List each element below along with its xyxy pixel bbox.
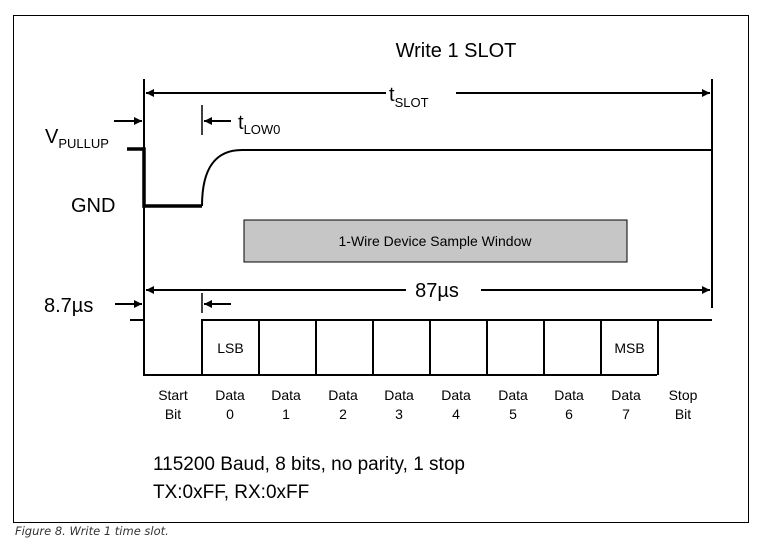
diagram-frame: Write 1 SLOT tSLOT tLOW0 VPULLUP GND 1-W…: [13, 15, 749, 523]
bit-label: Stop: [669, 387, 698, 403]
bit-label: Start: [158, 387, 188, 403]
sample-window-label: 1-Wire Device Sample Window: [339, 233, 533, 249]
bit-label: 1: [282, 406, 290, 422]
bus-recovery-curve: [201, 149, 712, 207]
bit-label: Bit: [165, 406, 181, 422]
bit-label: 5: [509, 406, 517, 422]
bit-label: Data: [498, 387, 528, 403]
bit-label: Data: [611, 387, 641, 403]
bit-label: Data: [384, 387, 414, 403]
bit-label: 0: [226, 406, 234, 422]
gnd-label: GND: [71, 195, 115, 217]
bit-label: Data: [328, 387, 358, 403]
bit-label: Data: [215, 387, 245, 403]
uart-frame-outline: [130, 319, 712, 376]
sample-window: [243, 219, 628, 263]
tslot-label: tSLOT: [389, 84, 429, 110]
frame-dividers: [201, 320, 659, 375]
bit-label: 7: [622, 406, 630, 422]
bit-label: Data: [441, 387, 471, 403]
frame-time-label: 87µs: [415, 280, 459, 302]
timing-diagram: Write 1 SLOT tSLOT tLOW0 VPULLUP GND 1-W…: [44, 40, 713, 503]
bit-label: 2: [339, 406, 347, 422]
frame-cell-label: MSB: [614, 340, 644, 356]
bit-label: 6: [565, 406, 573, 422]
frame-cells: LSB MSB: [217, 340, 644, 356]
frame-cell-label: LSB: [217, 340, 243, 356]
bit-label: 4: [452, 406, 460, 422]
vpullup-label: VPULLUP: [45, 126, 109, 151]
bit-label: 3: [395, 406, 403, 422]
diagram-title: Write 1 SLOT: [396, 40, 517, 62]
tlow0-label: tLOW0: [238, 112, 280, 137]
bit-label: Data: [271, 387, 301, 403]
bit-label: Bit: [675, 406, 691, 422]
tx-rx-values: TX:0xFF, RX:0xFF: [153, 482, 309, 503]
bit-time-label: 8.7µs: [44, 295, 93, 317]
bus-low-pulse: [127, 147, 202, 208]
figure-caption: Figure 8. Write 1 time slot.: [15, 524, 169, 538]
uart-settings: 115200 Baud, 8 bits, no parity, 1 stop: [153, 454, 465, 475]
bit-label: Data: [554, 387, 584, 403]
